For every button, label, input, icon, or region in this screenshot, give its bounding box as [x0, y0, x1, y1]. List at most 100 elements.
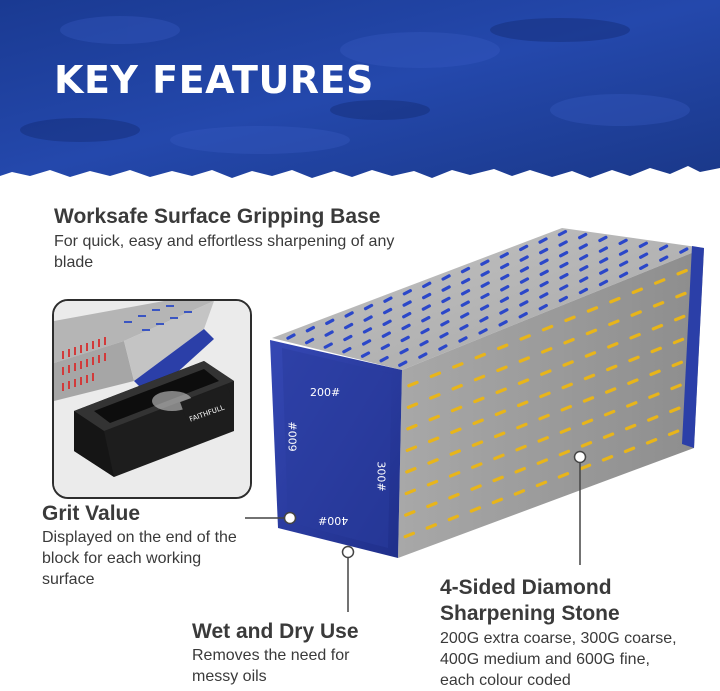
- side-face-slot: [645, 438, 658, 445]
- top-face-slot: [539, 292, 549, 299]
- top-face-slot: [460, 289, 471, 296]
- feature-grit-desc: Displayed on the end of the block for ea…: [42, 529, 237, 588]
- top-face-slot: [440, 308, 451, 315]
- side-face-slot: [629, 332, 641, 340]
- top-face-slot: [519, 266, 530, 273]
- top-face-slot: [558, 295, 568, 303]
- side-face-slot: [517, 378, 530, 385]
- top-face-slot: [400, 335, 410, 343]
- top-face-slot: [441, 285, 451, 292]
- top-face-slot: [305, 325, 316, 333]
- base-inset-image: FAITHFULL: [52, 299, 252, 499]
- side-face-slot: [425, 523, 438, 530]
- side-face-slot: [427, 458, 439, 465]
- top-face-slot: [421, 315, 431, 323]
- top-face-slot: [539, 247, 549, 255]
- top-face-slot: [559, 272, 569, 280]
- top-face-slot: [480, 292, 490, 300]
- side-face-slot: [671, 360, 683, 368]
- top-face-slot: [618, 249, 629, 256]
- top-face-slot: [441, 296, 451, 304]
- side-face-slot: [538, 413, 550, 421]
- top-face-slot: [323, 342, 333, 349]
- side-face-slot: [518, 356, 531, 363]
- side-face-slot: [516, 400, 529, 408]
- side-face-slot: [628, 355, 640, 363]
- side-face-slot: [557, 472, 570, 479]
- top-face-slot: [458, 336, 468, 343]
- side-face-slot: [491, 497, 504, 505]
- side-face-slot: [604, 387, 617, 394]
- side-face-slot: [609, 296, 621, 304]
- side-face-slot: [541, 324, 554, 332]
- side-face-slot: [675, 291, 687, 299]
- side-face-slot: [406, 402, 419, 409]
- side-face-slot: [651, 323, 664, 331]
- top-face-slot: [578, 243, 588, 250]
- top-face-slot: [498, 320, 508, 327]
- side-face-slot: [405, 467, 417, 474]
- side-face-slot: [472, 418, 484, 426]
- top-face-slot: [619, 260, 629, 267]
- side-face-slot: [495, 387, 507, 395]
- side-face-slot: [450, 405, 463, 413]
- side-face-slot: [558, 449, 571, 457]
- side-face-slot: [607, 342, 619, 349]
- top-face-slot: [460, 266, 471, 274]
- top-face-slot: [344, 311, 354, 318]
- side-face-slot: [564, 315, 576, 323]
- top-face-slot: [379, 355, 389, 363]
- top-face-slot: [638, 252, 649, 259]
- top-face-slot: [518, 311, 528, 319]
- top-face-slot: [598, 246, 609, 253]
- top-face-slot: [557, 229, 568, 237]
- top-face-slot: [598, 279, 609, 287]
- side-face-slot: [492, 475, 504, 483]
- side-face-slot: [471, 440, 484, 447]
- top-face-slot: [363, 315, 373, 322]
- side-face-slot: [493, 453, 505, 461]
- top-face-slot: [578, 232, 588, 240]
- side-face-slot: [559, 427, 572, 434]
- side-face-slot: [562, 360, 574, 367]
- side-face-slot: [407, 380, 419, 388]
- side-face-slot: [406, 423, 418, 431]
- side-face-slot: [539, 391, 551, 399]
- side-face-slot: [429, 393, 441, 400]
- top-face-slot: [538, 303, 548, 311]
- side-face-slot: [624, 423, 637, 431]
- feature-stone-title: 4-Sided Diamond Sharpening Stone: [440, 576, 620, 625]
- top-face-slot: [382, 319, 392, 326]
- side-face-slot: [496, 365, 508, 373]
- top-face-slot: [459, 324, 469, 331]
- side-face-slot: [606, 364, 618, 372]
- top-face-slot: [519, 277, 530, 284]
- top-face-slot: [380, 343, 390, 351]
- top-face-slot: [360, 351, 371, 358]
- side-face-slot: [450, 427, 462, 435]
- top-face-slot: [304, 337, 315, 345]
- side-face-slot: [652, 301, 665, 308]
- side-face-slot: [426, 479, 439, 487]
- top-face-slot: [499, 308, 509, 315]
- top-face-slot: [343, 334, 353, 342]
- side-face-slot: [470, 484, 482, 491]
- side-face-slot: [603, 409, 616, 417]
- top-face-slot: [559, 250, 569, 258]
- side-face-slot: [428, 414, 440, 422]
- top-face-slot: [383, 296, 393, 303]
- side-face-slot: [474, 352, 486, 360]
- feature-grit-title: Grit Value: [42, 502, 141, 525]
- side-face-slot: [429, 371, 442, 379]
- side-face-slot: [494, 409, 507, 417]
- top-face-slot: [499, 296, 510, 303]
- top-face-slot: [579, 254, 589, 261]
- side-face-slot: [405, 445, 418, 453]
- side-face-slot: [586, 306, 599, 313]
- side-face-slot: [535, 480, 548, 488]
- side-face-slot: [493, 431, 506, 439]
- top-face-slot: [363, 303, 374, 311]
- side-face-slot: [670, 383, 682, 391]
- sharpening-stone-image: [262, 228, 720, 568]
- side-face-slot: [514, 466, 526, 474]
